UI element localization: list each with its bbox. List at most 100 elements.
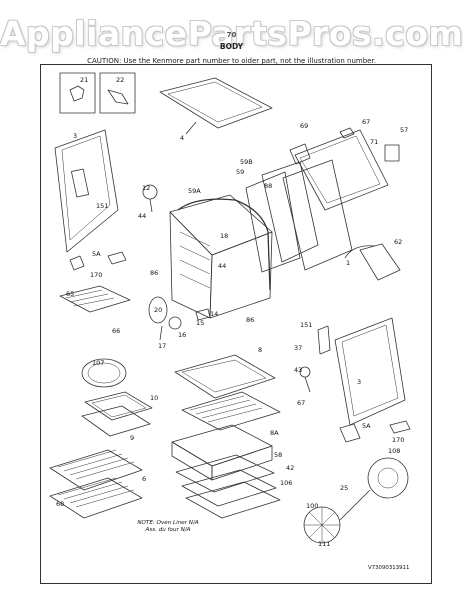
caution-before: CAUTION: Use the Kenmore part number to … bbox=[87, 57, 262, 65]
part-25-drawer-glide bbox=[185, 481, 281, 519]
part-57-label bbox=[384, 144, 400, 162]
part-59A-wrap-insulation bbox=[177, 198, 271, 291]
callout-67: 67 bbox=[362, 118, 370, 126]
note-line-1: NOTE: Oven Liner N/A bbox=[137, 520, 199, 526]
part-108-fan-motor-hub bbox=[377, 467, 399, 489]
part-59B-insulation bbox=[245, 171, 301, 273]
part-100-fan-vanes bbox=[304, 507, 340, 543]
part-22-box bbox=[99, 72, 136, 114]
part-8-broil-pan bbox=[174, 354, 276, 399]
oven-cavity-right bbox=[209, 231, 273, 319]
callout-108: 108 bbox=[388, 447, 400, 455]
part-66-bake-element bbox=[59, 285, 131, 313]
part-16-lamp bbox=[168, 316, 182, 330]
part-107-screen-inner bbox=[87, 362, 121, 384]
part-151-bracket bbox=[317, 325, 331, 355]
callout-5A: 5A bbox=[362, 422, 371, 430]
part-10-broil-insert bbox=[84, 391, 153, 421]
part-rear-frame bbox=[282, 159, 353, 271]
part-67-element-coils bbox=[189, 395, 263, 423]
callout-8A: 8A bbox=[270, 429, 279, 437]
part-9-broil-pan bbox=[81, 405, 151, 437]
callout-18: 18 bbox=[220, 232, 228, 240]
callout-111: 111 bbox=[318, 540, 330, 548]
callout-71: 71 bbox=[370, 138, 378, 146]
caution-text: CAUTION: Use the Kenmore part number to … bbox=[0, 57, 463, 65]
diagram-code: V73090313911 bbox=[368, 565, 410, 571]
part-42-drawer-bottom bbox=[181, 469, 277, 507]
part-10-broil-insert-inner bbox=[91, 394, 147, 418]
callout-44: 44 bbox=[138, 212, 146, 220]
part-5A-hinge-right bbox=[339, 423, 361, 443]
part-20-cover bbox=[148, 296, 168, 324]
callout-69: 69 bbox=[300, 122, 308, 130]
part-170-hinge-receiver-left bbox=[107, 251, 127, 265]
part-4-top-panel-inner bbox=[167, 81, 263, 123]
callout-100: 100 bbox=[306, 502, 318, 510]
callout-9: 9 bbox=[130, 434, 134, 442]
callout-12: 12 bbox=[142, 184, 150, 192]
section-number: 70 bbox=[226, 31, 237, 39]
callout-151: 151 bbox=[96, 202, 108, 210]
part-17-wire bbox=[159, 325, 163, 341]
callout-68: 68 bbox=[56, 500, 64, 508]
callout-17: 17 bbox=[158, 342, 166, 350]
callout-59B: 59B bbox=[240, 158, 253, 166]
part-8A-drawer-side bbox=[211, 445, 273, 481]
callout-6: 6 bbox=[142, 475, 146, 483]
section-title: BODY bbox=[219, 42, 244, 51]
callout-107: 107 bbox=[92, 359, 104, 367]
callout-43: 43 bbox=[294, 366, 302, 374]
callout-14: 14 bbox=[210, 310, 218, 318]
part-66-element-coils bbox=[65, 289, 115, 307]
callout-42: 42 bbox=[286, 464, 294, 472]
callout-10: 10 bbox=[150, 394, 158, 402]
part-107-screen bbox=[81, 358, 127, 388]
diagram-frame bbox=[40, 64, 432, 584]
part-106-fan-shaft bbox=[339, 489, 371, 521]
callout-3: 3 bbox=[73, 132, 77, 140]
part-108-fan-motor bbox=[367, 457, 409, 499]
part-14-socket bbox=[195, 308, 211, 321]
callout-170: 170 bbox=[392, 436, 404, 444]
note-line-2: Ass. du four N/A bbox=[145, 527, 191, 533]
part-71-back-panel-inner bbox=[299, 135, 381, 204]
part-6-oven-rack bbox=[49, 449, 143, 491]
oven-liner-note: NOTE: Oven Liner N/A Ass. du four N/A bbox=[118, 520, 218, 534]
part-88-panel bbox=[261, 161, 319, 263]
part-5A-hinge-left bbox=[69, 255, 85, 271]
caution-after: , not the illustration number. bbox=[275, 57, 376, 65]
part-3-left-side-inner bbox=[61, 135, 111, 241]
callout-16: 16 bbox=[178, 331, 186, 339]
caution-part-word: part bbox=[261, 57, 276, 65]
callout-22: 22 bbox=[116, 76, 124, 84]
part-8-broil-pan-inner bbox=[181, 359, 267, 393]
part-62-switch bbox=[359, 243, 401, 281]
callout-5A: 5A bbox=[92, 250, 101, 258]
part-62-harness bbox=[344, 245, 376, 259]
callout-44: 44 bbox=[218, 262, 226, 270]
callout-1: 1 bbox=[346, 259, 350, 267]
part-4-top-panel bbox=[159, 77, 273, 129]
part-69-bracket bbox=[289, 143, 311, 165]
part-12-probe bbox=[149, 198, 153, 213]
part-58-drawer-panel bbox=[175, 454, 275, 493]
part-43-shaft bbox=[304, 376, 311, 393]
callout-4: 4 bbox=[180, 134, 184, 142]
part-8A-drawer-top bbox=[171, 424, 273, 467]
oven-rack-guides bbox=[179, 231, 211, 289]
part-170-hinge-receiver-right bbox=[389, 420, 411, 434]
callout-62: 62 bbox=[394, 238, 402, 246]
part-6-rack-bars bbox=[57, 449, 135, 480]
part-71-back-panel bbox=[294, 129, 389, 211]
part-22-bracket bbox=[107, 89, 129, 105]
callout-65: 65 bbox=[66, 290, 74, 298]
part-67-clip bbox=[339, 127, 355, 139]
callout-66: 66 bbox=[112, 327, 120, 335]
callout-59A: 59A bbox=[188, 187, 201, 195]
callout-37: 37 bbox=[294, 344, 302, 352]
callout-106: 106 bbox=[280, 479, 292, 487]
callout-86: 86 bbox=[246, 316, 254, 324]
